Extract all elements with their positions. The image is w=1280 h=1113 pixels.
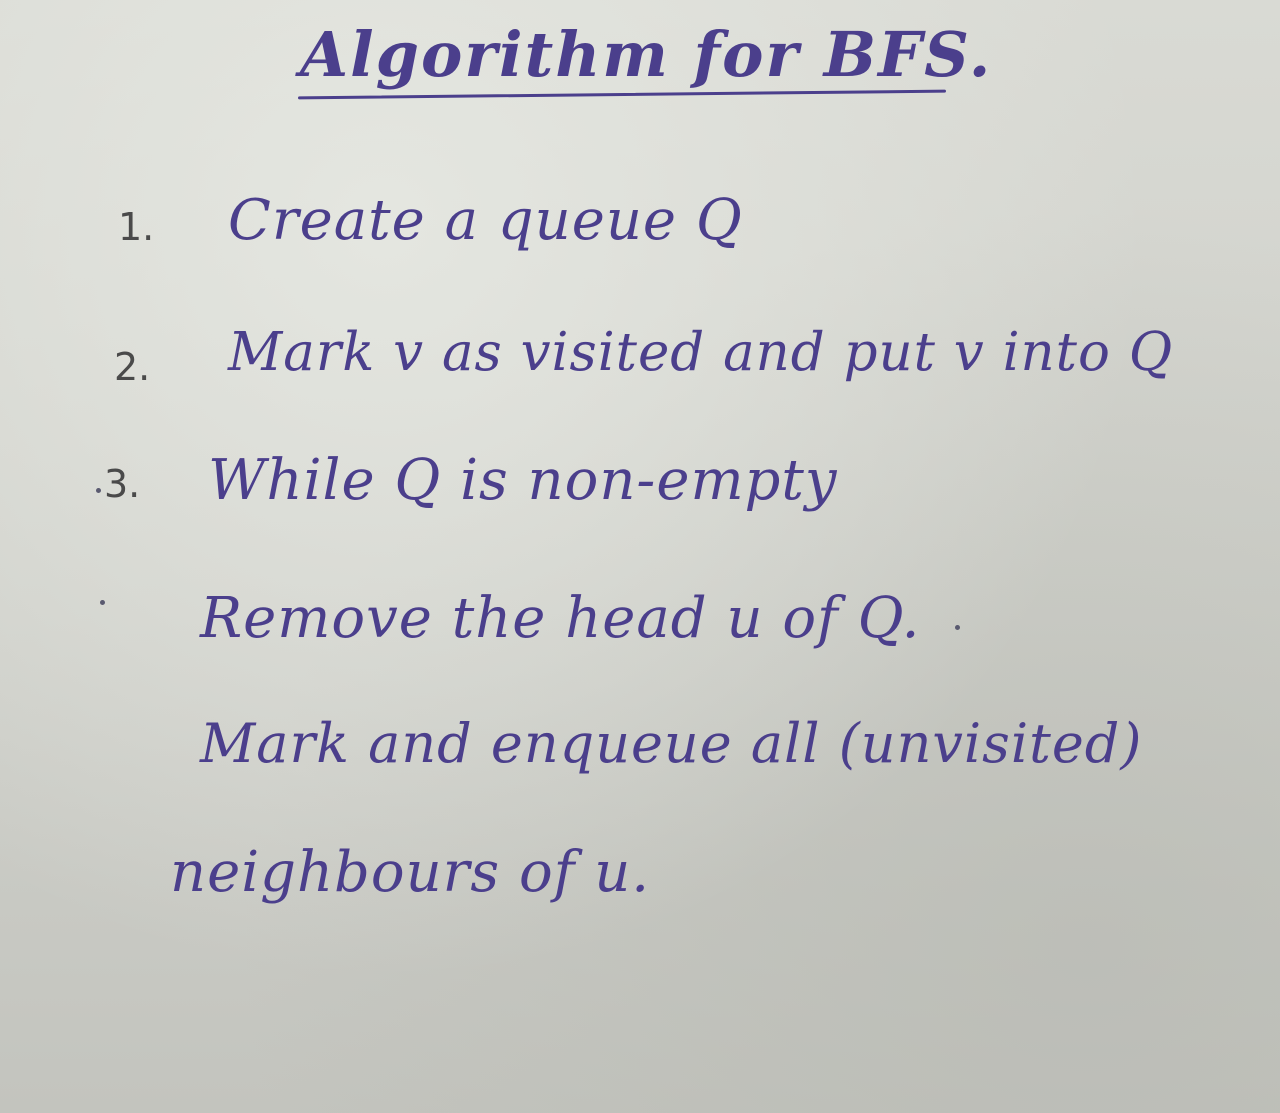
step-3-number: 3. xyxy=(104,462,141,506)
sub-line-neighbours-of-u: neighbours of u. xyxy=(170,840,651,905)
page-title: Algorithm for BFS. xyxy=(300,18,993,91)
pen-mark xyxy=(100,600,105,605)
step-2-text: Mark v as visited and put v into Q xyxy=(228,322,1174,383)
step-2-number: 2. xyxy=(114,345,151,389)
pen-mark xyxy=(96,488,101,493)
step-1-text: Create a queue Q xyxy=(228,188,743,253)
step-1-number: 1. xyxy=(118,205,155,249)
pen-mark xyxy=(955,625,960,630)
step-3-text: While Q is non-empty xyxy=(208,448,838,513)
sub-line-remove-head: Remove the head u of Q. xyxy=(200,586,921,651)
sub-line-enqueue-neighbours: Mark and enqueue all (unvisited) xyxy=(200,712,1143,775)
title-underline xyxy=(298,89,946,100)
